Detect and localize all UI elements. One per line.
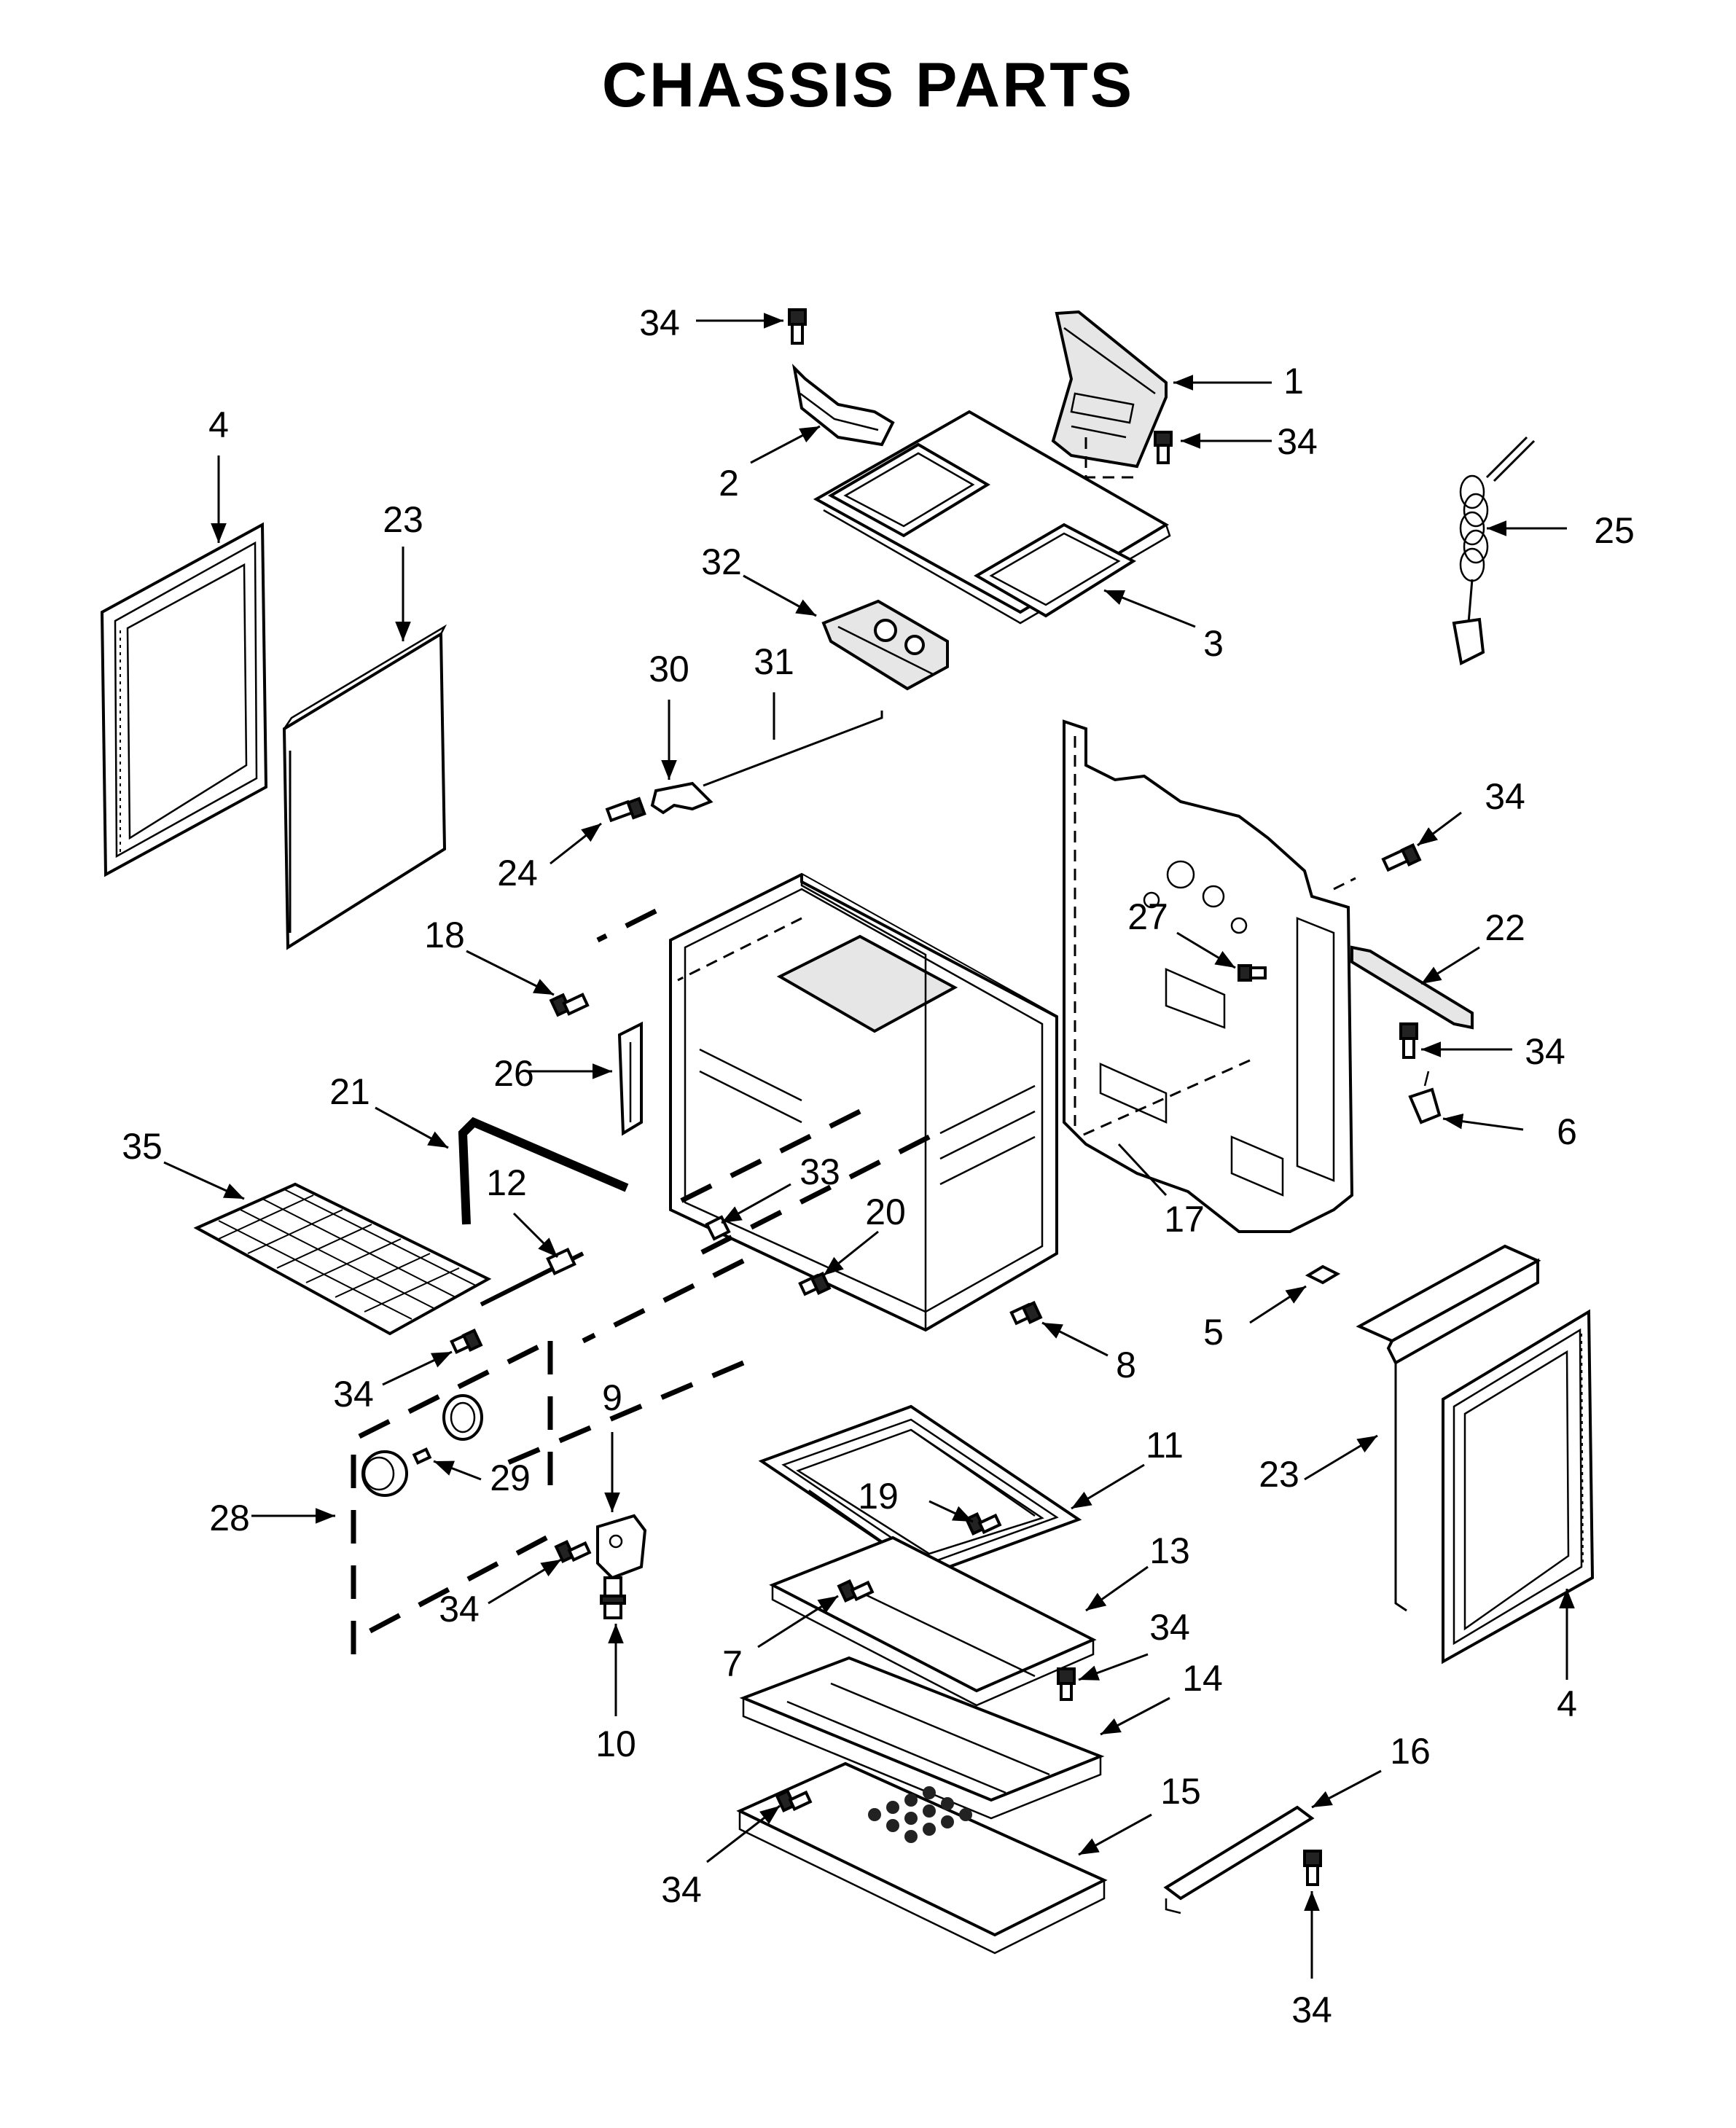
- callout-label: 25: [1594, 510, 1635, 551]
- callout-label: 27: [1127, 896, 1168, 937]
- callout-label: 23: [1259, 1454, 1299, 1495]
- callout-label: 17: [1164, 1199, 1205, 1240]
- callout-label: 34: [1525, 1031, 1565, 1072]
- callout-label: 34: [1149, 1607, 1190, 1648]
- part-30-bracket: [650, 781, 713, 815]
- part-23-side-insulation-left: [282, 624, 447, 950]
- part-17-rear-panel: [1063, 719, 1354, 1233]
- callout-label: 4: [208, 404, 229, 445]
- part-25-power-cord: [1452, 436, 1536, 665]
- part-34-screw-tray: [1057, 1667, 1076, 1701]
- callout-label: 34: [333, 1374, 374, 1415]
- callout-label: 12: [486, 1162, 527, 1203]
- part-15-drawer-bottom: [736, 1761, 1108, 1955]
- assembly-lines: [351, 877, 1356, 1654]
- part-32-valve-bracket: [821, 599, 949, 691]
- part-34-screw-mid-right: [1399, 1022, 1418, 1059]
- callout-label: 31: [754, 641, 794, 682]
- callout-label: 8: [1116, 1345, 1136, 1385]
- callout-label: 30: [649, 649, 689, 689]
- callout-label: 14: [1182, 1658, 1223, 1699]
- part-1-flue-shield: [1051, 310, 1168, 479]
- callout-label: 4: [1557, 1683, 1577, 1724]
- part-10-valve: [600, 1576, 626, 1619]
- part-35-oven-rack: [193, 1182, 492, 1336]
- part-8-screw: [1009, 1300, 1043, 1326]
- part-34-screw-right: [1381, 842, 1422, 872]
- callout-label: 34: [1291, 1990, 1332, 2030]
- part-9-valve-bracket: [596, 1514, 647, 1580]
- callout-label: 28: [209, 1498, 250, 1538]
- part-12-igniter: [480, 1248, 584, 1307]
- part-13-burner-cover: [769, 1536, 1097, 1707]
- part-14-drawer-tray: [739, 1656, 1105, 1820]
- part-31-wire: [703, 711, 883, 787]
- part-5-clip: [1305, 1264, 1341, 1285]
- callout-label: 6: [1557, 1111, 1577, 1152]
- part-22-rail: [1350, 945, 1474, 1030]
- part-4-side-panel-right: [1442, 1309, 1595, 1665]
- oven-cavity: [669, 872, 1058, 1332]
- part-4-side-panel-left: [100, 522, 268, 877]
- callout-label: 29: [490, 1458, 531, 1498]
- callout-label: 16: [1390, 1731, 1431, 1772]
- callout-label: 22: [1485, 907, 1525, 948]
- part-26-bracket: [617, 1021, 643, 1136]
- callout-label: 24: [497, 853, 538, 893]
- callout-label: 32: [701, 541, 742, 582]
- part-23-side-insulation-right: [1356, 1244, 1541, 1612]
- part-34-screw-right-top: [1154, 431, 1173, 464]
- diagram-title: CHASSIS PARTS: [601, 50, 1135, 120]
- callout-label: 2: [719, 463, 739, 504]
- callout-label: 33: [799, 1151, 840, 1192]
- part-34-screw-top: [788, 308, 807, 345]
- part-28-knob: [442, 1394, 483, 1441]
- callout-label: 34: [1277, 421, 1318, 462]
- callout-label: 26: [493, 1053, 534, 1094]
- callout-label: 18: [424, 915, 465, 955]
- part-34-screw-glide: [1303, 1850, 1322, 1886]
- callout-labels: 34 1 34 2 3 32 4 23 25 30 31 24 34 27 22…: [122, 302, 1635, 2030]
- callout-label: 13: [1149, 1530, 1190, 1571]
- callout-label: 10: [595, 1724, 636, 1764]
- callout-label: 15: [1160, 1771, 1201, 1812]
- part-2-bracket: [791, 364, 895, 447]
- part-7-screw: [837, 1579, 875, 1603]
- part-16-drawer-glide: [1163, 1805, 1315, 1914]
- callout-label: 34: [1485, 776, 1525, 817]
- part-20-screw: [798, 1271, 832, 1296]
- callout-label: 23: [383, 499, 423, 540]
- callout-label: 21: [329, 1071, 370, 1112]
- part-11-oven-bottom: [758, 1404, 1082, 1576]
- part-3-cooktop-pan: [813, 410, 1171, 625]
- leader-lines: [163, 313, 1575, 1979]
- callout-label: 34: [661, 1869, 702, 1910]
- part-24-screw: [605, 797, 646, 823]
- part-34-screw-valve: [554, 1539, 592, 1564]
- callout-label: 11: [1146, 1425, 1184, 1466]
- callout-label: 5: [1203, 1312, 1224, 1353]
- callout-label: 19: [858, 1476, 899, 1517]
- callout-label: 34: [639, 302, 680, 343]
- callout-label: 35: [122, 1126, 163, 1167]
- callout-label: 1: [1283, 361, 1304, 402]
- callout-label: 7: [722, 1643, 743, 1684]
- part-29-knob-cap: [361, 1447, 432, 1497]
- part-34-screw-drawer: [775, 1788, 813, 1813]
- part-27-stud: [1238, 964, 1267, 982]
- part-6-clip: [1408, 1071, 1442, 1124]
- part-21-gasket: [458, 1116, 629, 1225]
- part-34-screw-rack: [450, 1328, 483, 1354]
- callout-label: 34: [439, 1589, 480, 1630]
- part-18-screw: [549, 993, 590, 1017]
- callout-label: 3: [1203, 623, 1224, 664]
- callout-label: 20: [865, 1192, 906, 1232]
- callout-label: 9: [602, 1377, 622, 1418]
